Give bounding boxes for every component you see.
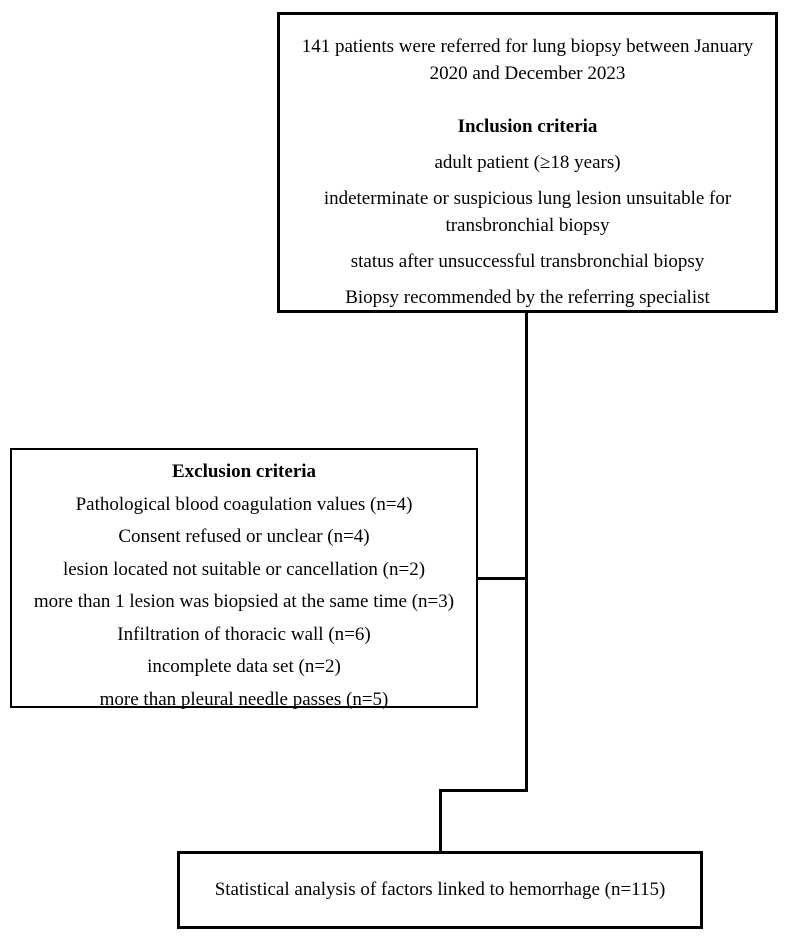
inclusion-item: indeterminate or suspicious lung lesion …: [323, 188, 732, 236]
exclusion-item: incomplete data set (n=2): [147, 656, 341, 677]
inclusion-criteria-heading: Inclusion criteria: [457, 116, 598, 137]
exclusion-item: lesion located not suitable or cancellat…: [62, 558, 426, 580]
inclusion-item: Biopsy recommended by the referring spec…: [345, 287, 710, 308]
exclusion-item: Consent refused or unclear (n=4): [118, 526, 370, 547]
connector-horizontal-step: [439, 789, 528, 792]
inclusion-item: adult patient (≥18 years): [434, 152, 621, 173]
exclusion-item: Pathological blood coagulation values (n…: [75, 493, 413, 515]
exclusion-criteria-heading: Exclusion criteria: [171, 461, 317, 482]
exclusion-item: Infiltration of thoracic wall (n=6): [117, 623, 371, 645]
statistical-analysis-text: Statistical analysis of factors linked t…: [214, 879, 666, 900]
inclusion-criteria-box: 141 patients were referred for lung biop…: [277, 12, 778, 313]
connector-vertical-result: [439, 789, 442, 851]
exclusion-item: more than pleural needle passes (n=5): [99, 688, 389, 710]
inclusion-item: status after unsuccessful transbronchial…: [350, 251, 705, 272]
referred-patients-text: 141 patients were referred for lung biop…: [301, 36, 754, 84]
exclusion-criteria-box: Exclusion criteria Pathological blood co…: [10, 448, 478, 710]
connector-horizontal-exclusion: [478, 577, 525, 580]
statistical-analysis-box: Statistical analysis of factors linked t…: [177, 851, 703, 929]
connector-vertical-main: [525, 313, 528, 792]
exclusion-item: more than 1 lesion was biopsied at the s…: [33, 591, 455, 612]
